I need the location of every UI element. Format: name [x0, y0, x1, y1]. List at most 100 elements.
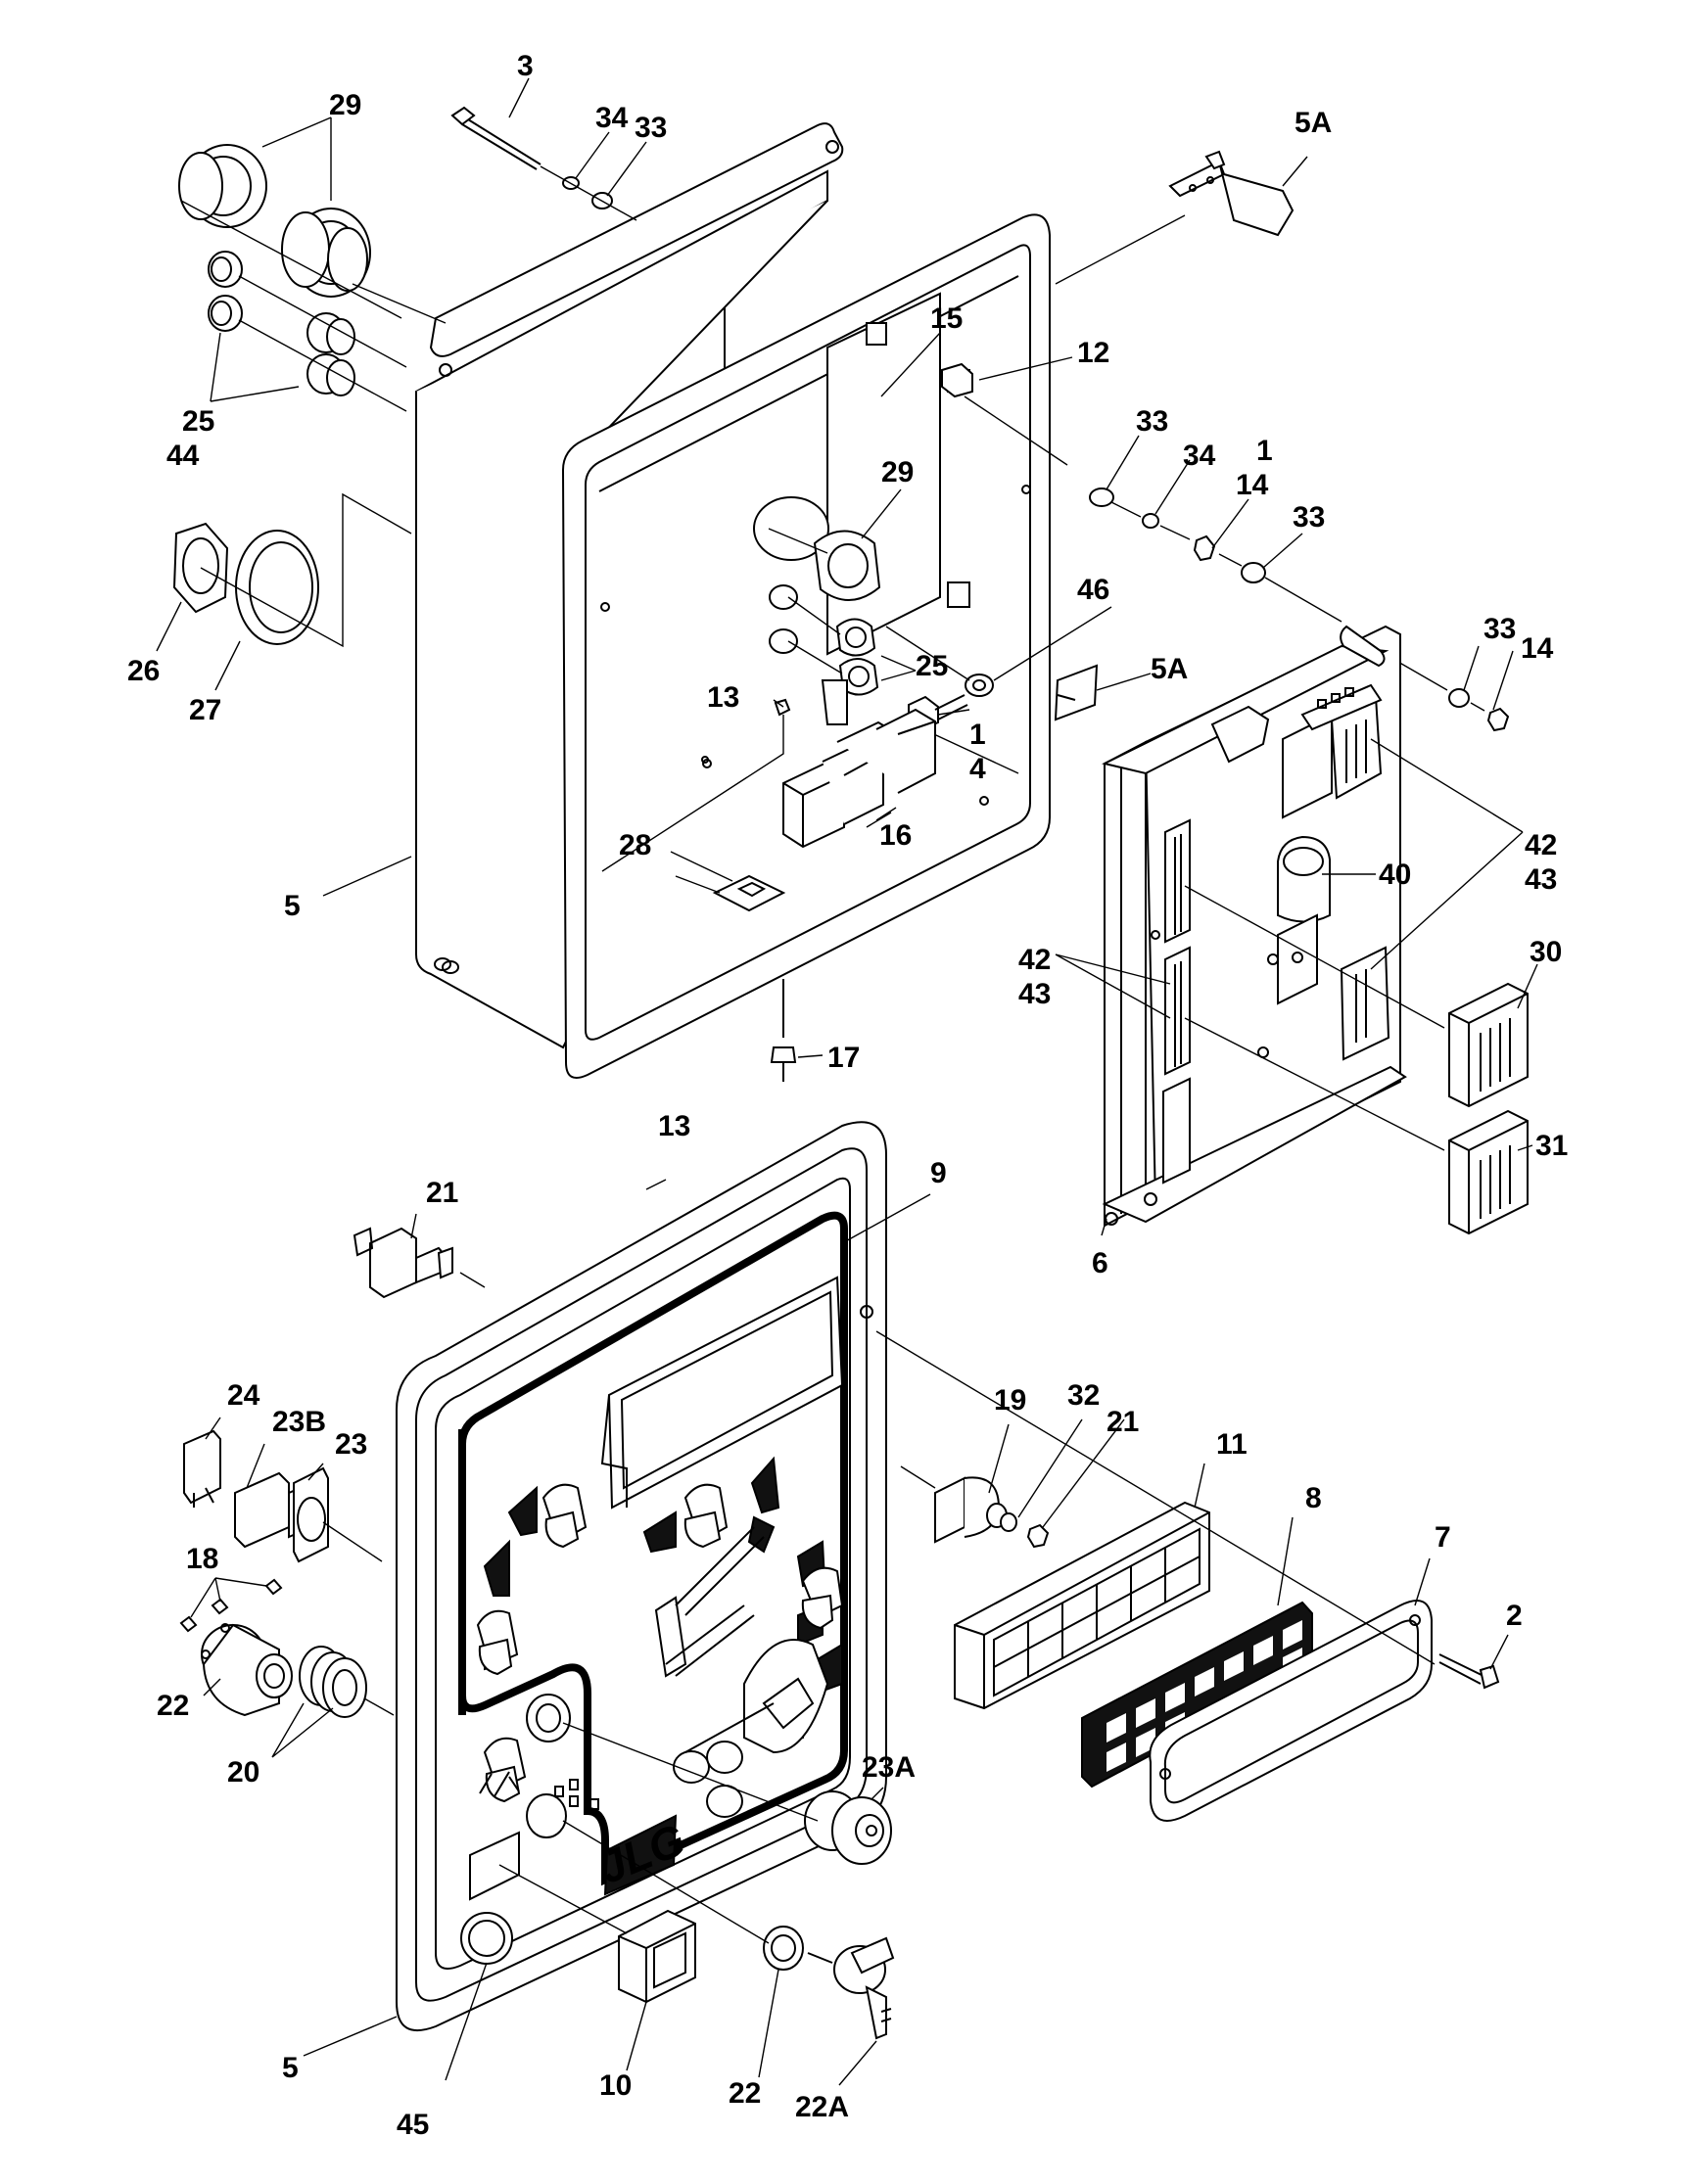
callout-5A-side: 5A — [1151, 653, 1188, 685]
gasket-7 — [1149, 1600, 1433, 1822]
mounting-bracket-5A-top — [1168, 150, 1295, 237]
callout-5-box: 5 — [284, 890, 301, 922]
callout-10: 10 — [599, 2069, 632, 2102]
callout-5A-top: 5A — [1295, 107, 1332, 139]
panel-lower-openings: JLG — [460, 1694, 599, 1965]
relays-16 — [782, 708, 936, 849]
switch-housing-11 — [954, 1501, 1210, 1710]
screw-2 — [1438, 1653, 1500, 1690]
callout-12: 12 — [1077, 337, 1109, 369]
callout-23B: 23B — [272, 1406, 326, 1438]
conduit-fitting-29-outer — [178, 144, 371, 298]
control-module-6 — [1102, 625, 1407, 1228]
callout-40: 40 — [1379, 859, 1411, 891]
callout-7: 7 — [1435, 1521, 1451, 1554]
washer-32 — [1000, 1512, 1017, 1532]
bracket-19 — [934, 1476, 1008, 1544]
emergency-stop-23A — [804, 1790, 892, 1865]
callout-26: 26 — [127, 655, 160, 687]
callout-34-top: 34 — [595, 102, 629, 134]
washer-33-c — [1448, 688, 1470, 708]
callout-21-right: 21 — [1106, 1406, 1139, 1438]
callout-45: 45 — [397, 2109, 429, 2141]
overlay-decal-9 — [458, 1211, 848, 1886]
callout-1-top: 1 — [1256, 435, 1273, 467]
callout-33-c: 33 — [1293, 501, 1325, 534]
contact-block-24 — [183, 1429, 221, 1508]
screw-17 — [770, 979, 797, 1082]
callout-33-top: 33 — [635, 112, 667, 144]
callout-28: 28 — [619, 829, 651, 861]
callout-25-top: 25 — [182, 405, 214, 438]
spacer-12 — [941, 362, 973, 398]
ground-lug — [821, 679, 848, 725]
callout-22-lower: 22 — [729, 2077, 761, 2110]
callout-3: 3 — [517, 50, 534, 82]
washer-46 — [965, 674, 994, 697]
callout-25-inner: 25 — [916, 650, 948, 682]
nut-14-a — [1193, 534, 1216, 562]
callout-16: 16 — [879, 819, 912, 852]
key-switch-22A — [807, 1936, 895, 2040]
callout-43-right: 43 — [1525, 863, 1557, 896]
callout-20: 20 — [227, 1756, 259, 1789]
callout-31: 31 — [1535, 1130, 1568, 1162]
nut-14-b — [1486, 707, 1510, 732]
callout-29-top: 29 — [329, 89, 361, 121]
callout-29-inner: 29 — [881, 456, 914, 488]
callout-44: 44 — [166, 440, 200, 472]
key-switch-22-left — [201, 1623, 293, 1717]
harness-connector-31 — [1448, 1109, 1529, 1235]
callout-30: 30 — [1530, 936, 1562, 968]
callout-27: 27 — [189, 694, 221, 726]
callout-23: 23 — [335, 1428, 367, 1461]
callout-32: 32 — [1067, 1379, 1100, 1412]
callout-5-panel: 5 — [282, 2052, 299, 2084]
callout-17: 17 — [827, 1042, 860, 1074]
callout-labels: 3 29 34 33 5A 15 12 25 44 33 34 1 14 29 … — [127, 50, 1568, 2141]
callout-6: 6 — [1092, 1247, 1108, 1279]
callout-18: 18 — [186, 1543, 218, 1575]
callout-34-b: 34 — [1183, 440, 1216, 472]
callout-13-panel: 13 — [658, 1110, 690, 1142]
decal-badge-text: JLG — [474, 1932, 496, 1946]
nut-21 — [1026, 1523, 1050, 1549]
washer-33-a — [1089, 488, 1114, 507]
callout-4: 4 — [969, 753, 986, 785]
washer-27 — [235, 530, 319, 645]
cable-tie-base-28 — [712, 874, 786, 912]
panel-toggle-switches — [476, 1483, 844, 1803]
callout-33-b: 33 — [1136, 405, 1168, 438]
screws-18 — [179, 1578, 283, 1633]
callout-1-inner: 1 — [969, 719, 986, 751]
callout-9: 9 — [930, 1157, 947, 1189]
callout-22A: 22A — [795, 2091, 849, 2123]
lockwasher-34-b — [1142, 513, 1159, 529]
toggle-switch-21-left — [353, 1227, 453, 1299]
callout-43-left: 43 — [1018, 978, 1051, 1010]
callout-8: 8 — [1305, 1482, 1322, 1514]
springs-20 — [299, 1646, 367, 1718]
callout-33-d: 33 — [1483, 613, 1516, 645]
jlg-logo: JLG — [591, 1814, 692, 1896]
locknut-25-inner — [835, 618, 879, 696]
contact-block-23 — [293, 1466, 329, 1563]
callout-11: 11 — [1216, 1428, 1248, 1461]
callout-22-left: 22 — [157, 1690, 189, 1722]
washer-33-b — [1241, 562, 1266, 583]
callout-2: 2 — [1506, 1600, 1523, 1632]
callout-42-left: 42 — [1018, 944, 1051, 976]
callout-21-left: 21 — [426, 1177, 458, 1209]
callout-13-top: 13 — [707, 681, 739, 714]
callout-14-b: 14 — [1521, 632, 1554, 665]
hour-meter-10 — [618, 1909, 696, 2004]
callout-46: 46 — [1077, 574, 1109, 606]
callout-24: 24 — [227, 1379, 260, 1412]
joystick-assembly — [654, 1526, 829, 1818]
display-window — [600, 1276, 873, 1510]
cable-gland-25-outer — [208, 251, 355, 396]
callout-19: 19 — [994, 1384, 1026, 1417]
locknut-29-inner — [813, 530, 881, 601]
callout-42-right: 42 — [1525, 829, 1557, 861]
